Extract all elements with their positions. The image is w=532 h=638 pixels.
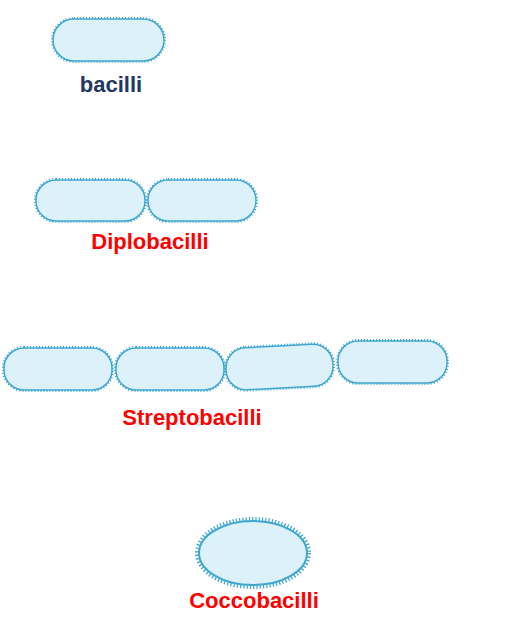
cell-label: Diplobacilli [91, 229, 208, 255]
cell-label: Streptobacilli [122, 405, 261, 431]
bacillus-cells [4, 19, 447, 585]
streptobacillus-chain [4, 341, 447, 391]
cell-label: bacilli [80, 72, 142, 98]
diplobacillus-pair [36, 180, 256, 221]
coccobacillus-cell [199, 521, 307, 585]
bacillus-single [53, 19, 164, 61]
cell-label: Coccobacilli [189, 588, 319, 614]
